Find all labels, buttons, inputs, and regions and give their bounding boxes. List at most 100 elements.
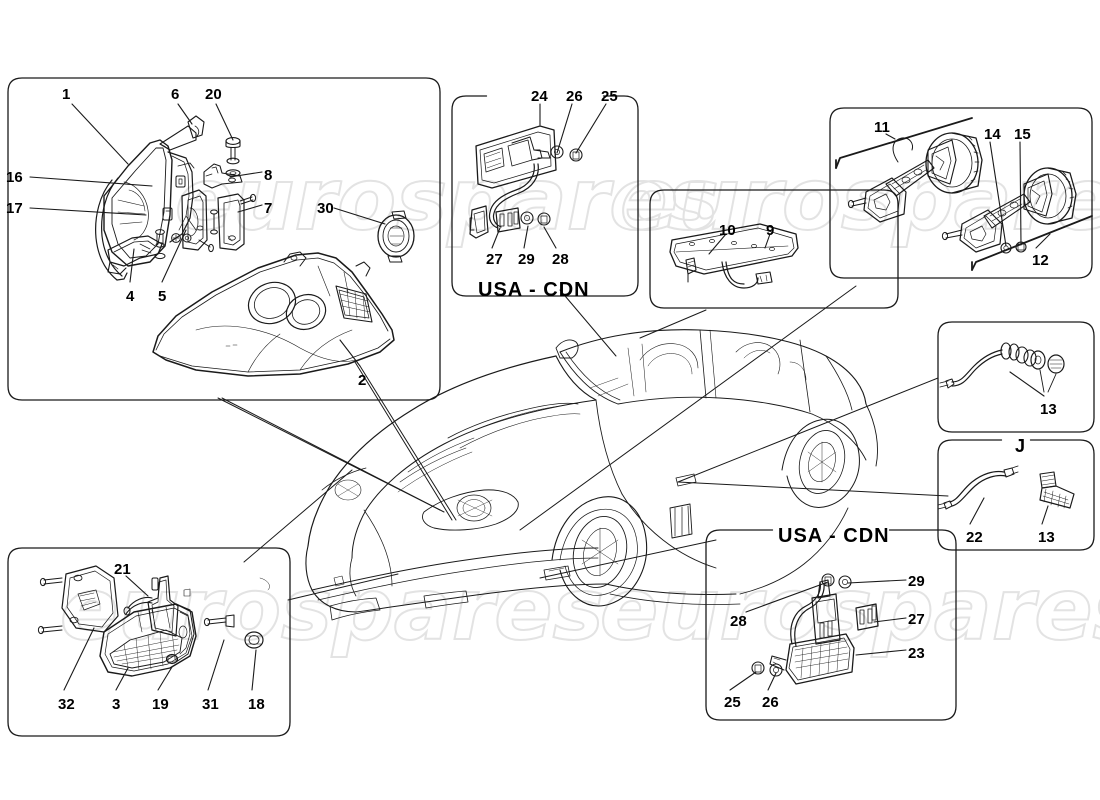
callout-20-leader <box>215 103 234 141</box>
callout-28b-leader <box>745 581 829 613</box>
bracket-7-art <box>210 193 257 251</box>
callout-27b-leader <box>873 617 907 623</box>
headlamp-bulb-cap-art <box>377 210 415 263</box>
callout-13b: 13 <box>1038 529 1055 546</box>
callout-leaders <box>29 103 1051 691</box>
callout-15-leader <box>1019 141 1022 246</box>
callout-25b: 25 <box>724 694 741 711</box>
callout-24: 24 <box>531 88 548 105</box>
callout-18: 18 <box>248 696 265 713</box>
callout-19-leader <box>157 666 173 691</box>
callout-5-leader <box>161 229 187 283</box>
callout-31-leader <box>207 639 225 691</box>
callout-3-leader <box>115 667 129 691</box>
callout-29: 29 <box>518 251 535 268</box>
bulb-connector-panel <box>937 321 1095 433</box>
bracket-8-art <box>203 163 243 189</box>
callout-8: 8 <box>264 167 273 184</box>
callout-6: 6 <box>171 86 180 103</box>
panel-outlines <box>7 77 1095 737</box>
third-brake-light-art <box>669 223 799 289</box>
watermark-text: eurospares <box>599 559 1100 661</box>
callout-30-leader <box>333 207 386 225</box>
callout-27b: 27 <box>908 611 925 628</box>
callout-3: 3 <box>112 696 121 713</box>
callout-13: 13 <box>1040 401 1057 418</box>
fog-lamp-panel <box>7 547 291 737</box>
callout-23-leader <box>855 649 907 656</box>
callout-17: 17 <box>6 200 23 217</box>
callout-9: 9 <box>766 222 775 239</box>
callout-11: 11 <box>874 119 890 136</box>
callout-25: 25 <box>601 88 618 105</box>
group-brackets-art <box>835 117 1093 271</box>
fog-lamp-group-art <box>37 565 264 677</box>
callout-19: 19 <box>152 696 169 713</box>
callout-14: 14 <box>984 126 1001 143</box>
callout-29b-leader <box>847 579 907 584</box>
callout-29-leader <box>523 225 529 249</box>
front-side-marker-art <box>469 125 583 239</box>
watermark-text: eurospares <box>59 559 605 661</box>
callout-1-leader <box>71 103 129 165</box>
callout-20: 20 <box>205 86 222 103</box>
callout-16-leader <box>29 176 153 187</box>
bulb-connector-art <box>939 342 1065 393</box>
callout-7: 7 <box>264 200 273 217</box>
headlamp-motor-panel <box>829 107 1093 279</box>
callout-28: 28 <box>552 251 569 268</box>
usa-cdn-side-marker-panel <box>451 95 639 297</box>
callout-18-leader <box>251 649 257 691</box>
callout-11-leader <box>885 133 896 140</box>
callout-29b: 29 <box>908 573 925 590</box>
callout-32-leader <box>63 627 95 691</box>
group-label-j: J <box>1015 436 1026 456</box>
usa-cdn-label-bottom: USA - CDN <box>778 525 890 547</box>
callout-10: 10 <box>719 222 736 239</box>
screw-20-art <box>225 137 241 177</box>
third-brake-light-panel <box>649 189 899 309</box>
callout-22: 22 <box>966 529 983 546</box>
callout-21: 21 <box>114 561 131 578</box>
usa-cdn-rear-marker-panel <box>705 529 957 721</box>
callout-25-leader <box>575 103 607 154</box>
headlamp-lens-art <box>152 251 395 377</box>
headlamp-housing-art <box>95 139 195 281</box>
group-j-art <box>937 465 1075 510</box>
usa-cdn-label-top: USA - CDN <box>478 279 590 301</box>
callout-26-leader <box>556 103 573 154</box>
rear-side-marker-art <box>751 573 879 685</box>
callout-15: 15 <box>1014 126 1031 143</box>
callout-16: 16 <box>6 169 23 186</box>
callout-32: 32 <box>58 696 75 713</box>
callout-4: 4 <box>126 288 135 305</box>
callout-10-leader <box>708 233 727 255</box>
callout-21-leader <box>125 575 149 597</box>
callout-28b: 28 <box>730 613 747 630</box>
callout-22-leader <box>969 497 985 525</box>
callout-5: 5 <box>158 288 167 305</box>
callout-1: 1 <box>62 86 71 103</box>
adjuster-bracket-art <box>181 189 208 251</box>
headlamp-motor-left-art <box>847 132 983 223</box>
callout-25b-leader <box>729 671 757 691</box>
callout-27: 27 <box>486 251 503 268</box>
callout-7-leader <box>237 204 263 213</box>
car-pointer-lines <box>217 285 949 601</box>
callout-2: 2 <box>358 372 367 389</box>
callout-26b: 26 <box>762 694 779 711</box>
callout-27-leader <box>491 227 501 249</box>
headlamp-assembly-panel <box>7 77 441 401</box>
callout-12-leader <box>1035 233 1051 249</box>
watermark-text: eurospares <box>174 149 720 251</box>
callout-2-leader <box>339 339 361 367</box>
callout-31: 31 <box>202 696 219 713</box>
group-j-panel <box>937 439 1095 551</box>
car-illustration <box>183 329 878 621</box>
upper-clip-art <box>159 115 205 151</box>
lower-bracket-art <box>107 235 163 275</box>
callout-23: 23 <box>908 645 925 662</box>
headlamp-motor-right-art <box>941 167 1077 254</box>
